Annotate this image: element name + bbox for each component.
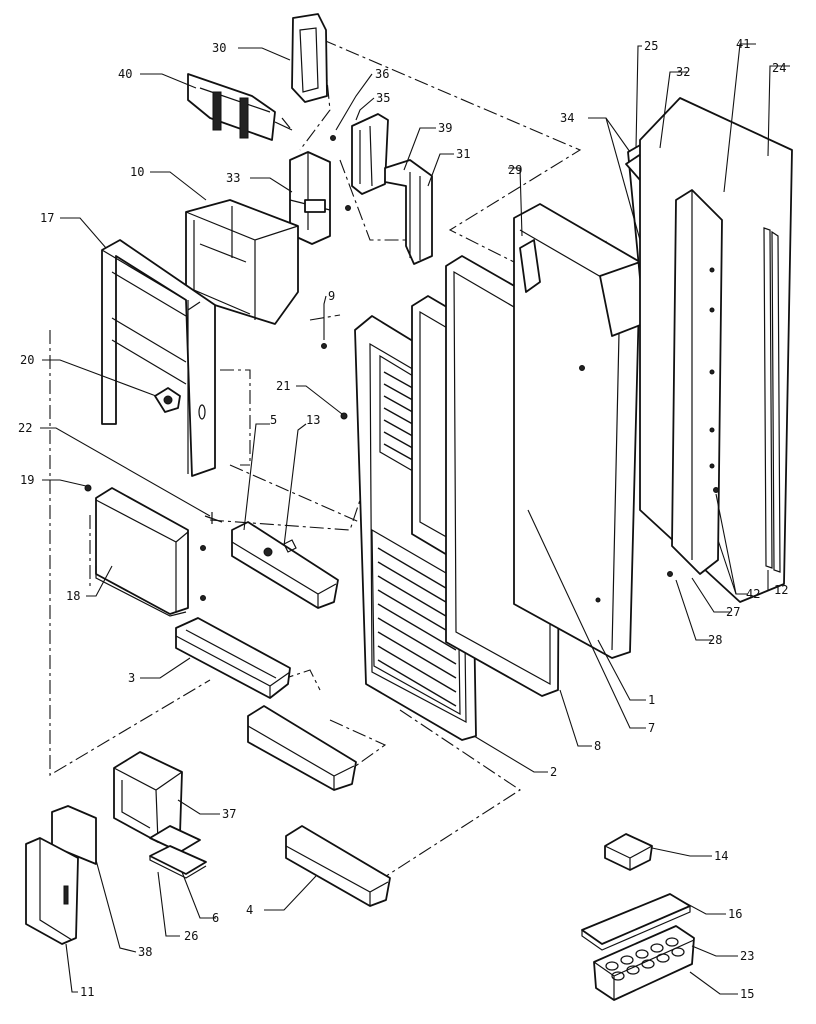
callout-39: 39 (438, 121, 452, 135)
callout-22: 22 (18, 421, 32, 435)
callout-38: 38 (138, 945, 152, 959)
part-26-tray (149, 845, 207, 879)
part-31-39-handle (384, 159, 433, 265)
ice-cube-well (635, 949, 649, 959)
callout-36: 36 (375, 67, 389, 81)
ice-cube-wells (605, 937, 685, 981)
shelf-rib (377, 603, 457, 651)
callout-28: 28 (708, 633, 722, 647)
callout-15: 15 (740, 987, 754, 1001)
callout-41: 41 (736, 37, 750, 51)
part-3-door-bin (175, 617, 291, 699)
callout-labels: 30 40 36 35 39 31 10 33 17 20 22 19 18 5… (18, 37, 788, 1001)
ice-cube-well (671, 947, 685, 957)
callout-30: 30 (212, 41, 226, 55)
shelf-rib (377, 617, 457, 665)
ice-cube-well (626, 965, 640, 975)
callout-26: 26 (184, 929, 198, 943)
callout-32: 32 (676, 65, 690, 79)
callout-33: 33 (226, 171, 240, 185)
ice-cube-well (620, 955, 634, 965)
ice-cube-well (650, 943, 664, 953)
shelf-rib (377, 589, 457, 637)
part-5-13-small-bin (204, 512, 339, 609)
callout-25: 25 (644, 39, 658, 53)
callout-17: 17 (40, 211, 54, 225)
callout-40: 40 (118, 67, 132, 81)
callout-11: 11 (80, 985, 94, 999)
callout-13: 13 (306, 413, 320, 427)
callout-9: 9 (328, 289, 335, 303)
callout-2: 2 (550, 765, 557, 779)
part-14-ice-tray (604, 833, 653, 871)
ice-cube-well (656, 953, 670, 963)
part-35-36-bracket (330, 113, 389, 211)
callout-4: 4 (246, 903, 253, 917)
callout-8: 8 (594, 739, 601, 753)
shelf-rib (377, 659, 457, 707)
shelf-rib (377, 631, 457, 679)
part-4-lower-bin (247, 705, 357, 791)
callout-21: 21 (276, 379, 290, 393)
callout-7: 7 (648, 721, 655, 735)
callout-42: 42 (746, 587, 760, 601)
part-17-dispenser-frame (101, 239, 216, 477)
callout-34: 34 (560, 111, 574, 125)
part-30-handle-top (291, 13, 328, 103)
part-15-23-ice-cube-tray (593, 925, 695, 1001)
shelf-rib (377, 575, 457, 623)
shelf-rib (377, 561, 457, 609)
part-11-small-door (25, 837, 79, 945)
ice-cube-well (641, 959, 655, 969)
callout-27: 27 (726, 605, 740, 619)
callout-18: 18 (66, 589, 80, 603)
callout-10: 10 (130, 165, 144, 179)
callout-23: 23 (740, 949, 754, 963)
callout-3: 3 (128, 671, 135, 685)
callout-24: 24 (772, 61, 786, 75)
shelf-rib (377, 547, 457, 595)
callout-19: 19 (20, 473, 34, 487)
callout-31: 31 (456, 147, 470, 161)
shelf-rib (377, 645, 457, 693)
callout-16: 16 (728, 907, 742, 921)
ice-cube-well (605, 961, 619, 971)
callout-1: 1 (648, 693, 655, 707)
part-40-switch-assembly (187, 73, 293, 141)
ice-cube-well (611, 971, 625, 981)
callout-29: 29 (508, 163, 522, 177)
callout-12: 12 (774, 583, 788, 597)
part-18-dispenser-cover (84, 484, 206, 617)
callout-20: 20 (20, 353, 34, 367)
part-20-actuator (154, 387, 181, 413)
part-4-bottom-bin (285, 825, 391, 907)
callout-6: 6 (212, 911, 219, 925)
callout-37: 37 (222, 807, 236, 821)
callout-5: 5 (270, 413, 277, 427)
callout-35: 35 (376, 91, 390, 105)
callout-14: 14 (714, 849, 728, 863)
part-9-21-screws (321, 343, 348, 420)
ice-cube-well (665, 937, 679, 947)
part-12-trim-strips (763, 227, 781, 573)
part-27-28-long-bracket (667, 189, 723, 577)
leader-lines (40, 43, 790, 995)
